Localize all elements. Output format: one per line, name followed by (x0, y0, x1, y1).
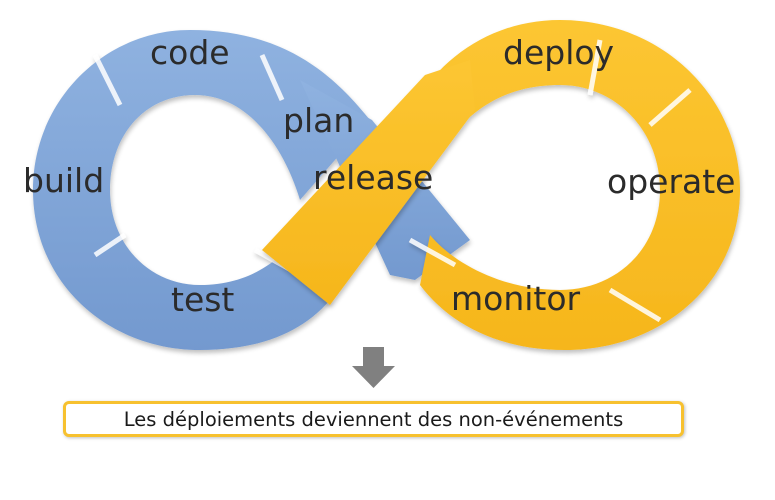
ops-separator (587, 39, 603, 96)
caption-text: Les déploiements deviennent des non-évén… (123, 407, 624, 431)
ops-separator (408, 237, 457, 268)
down-arrow-icon (352, 347, 395, 388)
ops-loop (262, 20, 740, 350)
caption-box: Les déploiements deviennent des non-évén… (63, 401, 684, 437)
stage-label-code: code (150, 33, 230, 72)
ops-ring (420, 20, 740, 350)
dev-ring (33, 30, 370, 350)
ops-separator (648, 88, 692, 127)
ops-band (262, 60, 475, 305)
stage-label-release: release (313, 158, 433, 197)
dev-separator (92, 53, 123, 107)
stage-label-test: test (171, 280, 234, 319)
ops-separator (608, 287, 662, 323)
stage-label-monitor: monitor (451, 279, 581, 318)
stage-label-deploy: deploy (503, 33, 614, 72)
stage-label-plan: plan (283, 101, 354, 140)
dev-separator (259, 53, 285, 102)
dev-separator (93, 232, 127, 258)
stage-label-operate: operate (607, 162, 735, 201)
stage-label-build: build (23, 161, 104, 200)
